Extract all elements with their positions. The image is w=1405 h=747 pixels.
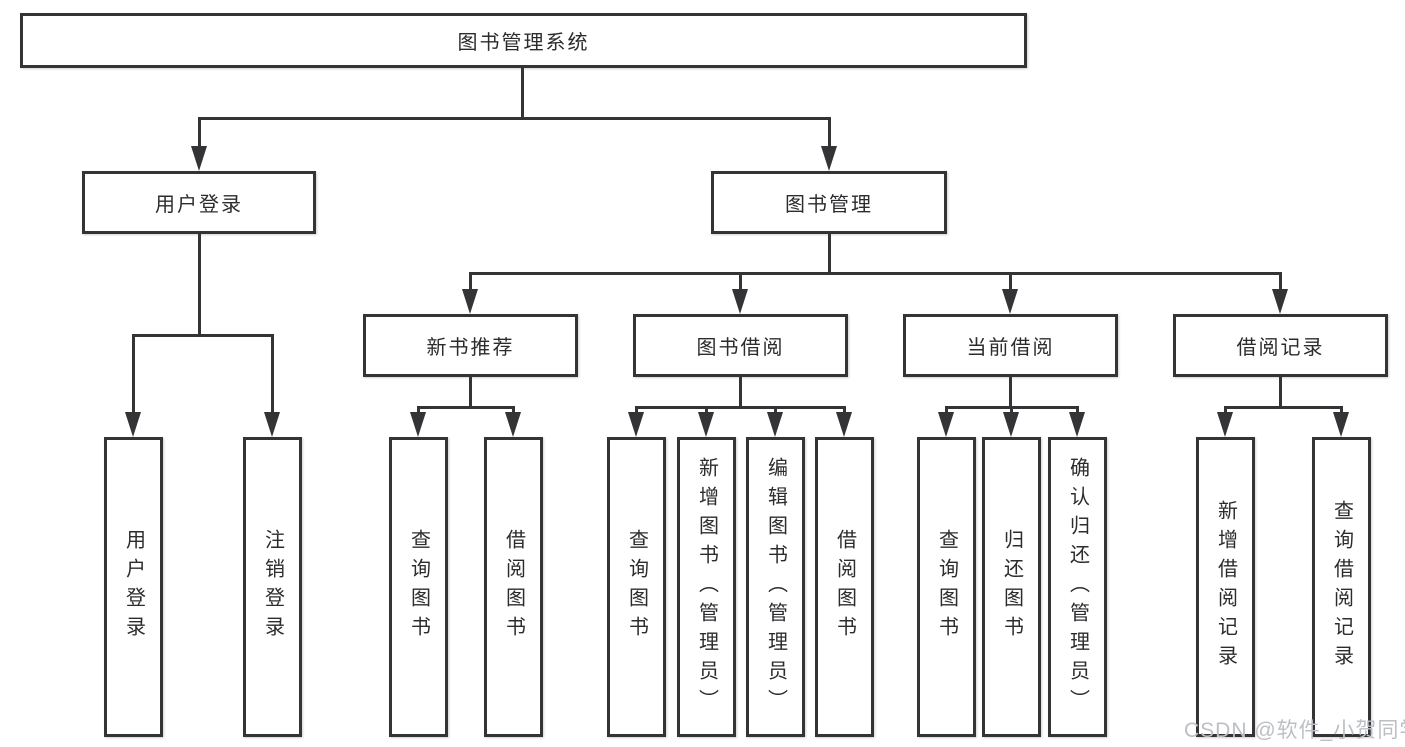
leaf-borrow-query-books: 查询图书 bbox=[607, 437, 666, 737]
connector-drop-leaf-logout bbox=[271, 334, 274, 414]
connector-userlogin-split bbox=[132, 334, 274, 337]
node-new-book-recommend: 新书推荐 bbox=[363, 314, 578, 377]
leaf-borrow-borrow-books: 借阅图书 bbox=[815, 437, 874, 737]
arrow-to-cb-query bbox=[938, 412, 954, 437]
connector-drop-br-query bbox=[1340, 406, 1343, 415]
csdn-watermark: CSDN @软件_小贺同学 bbox=[1184, 719, 1405, 742]
arrow-to-current bbox=[1002, 289, 1018, 314]
leaf-current-confirm-return-admin: 确认归还（管理员） bbox=[1048, 437, 1107, 737]
connector-drop-nb-query bbox=[417, 406, 420, 415]
connector-drop-leaf-login bbox=[132, 334, 135, 414]
leaf-current-query-books: 查询图书 bbox=[917, 437, 976, 737]
connector-drop-cb-query bbox=[945, 406, 948, 415]
arrow-to-bb-edit bbox=[767, 412, 783, 437]
connector-bookmgmt-split bbox=[469, 272, 1281, 275]
arrow-to-bb-query bbox=[628, 412, 644, 437]
arrow-to-records bbox=[1272, 289, 1288, 314]
connector-borrow-stem bbox=[739, 377, 742, 409]
connector-drop-cb-return bbox=[1010, 406, 1013, 415]
leaf-borrow-add-books-admin: 新增图书（管理员） bbox=[677, 437, 736, 737]
leaf-borrow-edit-books-admin: 编辑图书（管理员） bbox=[746, 437, 805, 737]
arrow-to-book-mgmt bbox=[821, 146, 837, 171]
connector-drop-bb-edit bbox=[774, 406, 777, 415]
connector-drop-bb-query bbox=[635, 406, 638, 415]
arrow-to-user-login bbox=[191, 146, 207, 171]
arrow-to-cb-confirm bbox=[1069, 412, 1085, 437]
leaf-current-return-books: 归还图书 bbox=[982, 437, 1041, 737]
arrow-to-leaf-login bbox=[125, 412, 141, 437]
connector-userlogin-stem bbox=[198, 234, 201, 337]
connector-newbooks-split bbox=[417, 406, 515, 409]
connector-drop-br-add bbox=[1224, 406, 1227, 415]
connector-newbooks-stem bbox=[469, 377, 472, 409]
connector-drop-current bbox=[1009, 272, 1012, 292]
connector-drop-borrow bbox=[739, 272, 742, 292]
node-book-borrow: 图书借阅 bbox=[633, 314, 848, 377]
connector-drop-bb-borrow bbox=[843, 406, 846, 415]
node-current-borrow: 当前借阅 bbox=[903, 314, 1118, 377]
connector-drop-user-login bbox=[198, 117, 201, 150]
node-borrow-records: 借阅记录 bbox=[1173, 314, 1388, 377]
leaf-logout: 注销登录 bbox=[243, 437, 302, 737]
node-user-login: 用户登录 bbox=[82, 171, 316, 234]
arrow-to-borrow bbox=[732, 289, 748, 314]
connector-drop-book-mgmt bbox=[828, 117, 831, 150]
arrow-to-br-add bbox=[1217, 412, 1233, 437]
connector-records-stem bbox=[1279, 377, 1282, 409]
connector-root-split bbox=[198, 117, 830, 120]
connector-drop-cb-confirm bbox=[1076, 406, 1079, 415]
leaf-records-add-record: 新增借阅记录 bbox=[1196, 437, 1255, 737]
leaf-records-query-record: 查询借阅记录 bbox=[1312, 437, 1371, 737]
leaf-newbooks-query-books: 查询图书 bbox=[389, 437, 448, 737]
arrow-to-cb-return bbox=[1003, 412, 1019, 437]
arrow-to-newbooks bbox=[462, 289, 478, 314]
arrow-to-br-query bbox=[1333, 412, 1349, 437]
leaf-newbooks-borrow-books: 借阅图书 bbox=[484, 437, 543, 737]
connector-current-stem bbox=[1009, 377, 1012, 409]
connector-drop-nb-borrow bbox=[512, 406, 515, 415]
arrow-to-bb-add bbox=[698, 412, 714, 437]
leaf-user-login: 用户登录 bbox=[104, 437, 163, 737]
connector-root-stem bbox=[521, 68, 524, 119]
node-book-management: 图书管理 bbox=[711, 171, 947, 234]
connector-bookmgmt-stem bbox=[828, 234, 831, 275]
connector-borrow-split bbox=[635, 406, 846, 409]
connector-drop-records bbox=[1279, 272, 1282, 292]
arrow-to-nb-borrow bbox=[505, 412, 521, 437]
connector-drop-bb-add bbox=[705, 406, 708, 415]
arrow-to-bb-borrow bbox=[836, 412, 852, 437]
node-root-system: 图书管理系统 bbox=[20, 13, 1027, 68]
arrow-to-nb-query bbox=[410, 412, 426, 437]
connector-drop-newbooks bbox=[469, 272, 472, 292]
arrow-to-leaf-logout bbox=[264, 412, 280, 437]
connector-records-split bbox=[1224, 406, 1343, 409]
